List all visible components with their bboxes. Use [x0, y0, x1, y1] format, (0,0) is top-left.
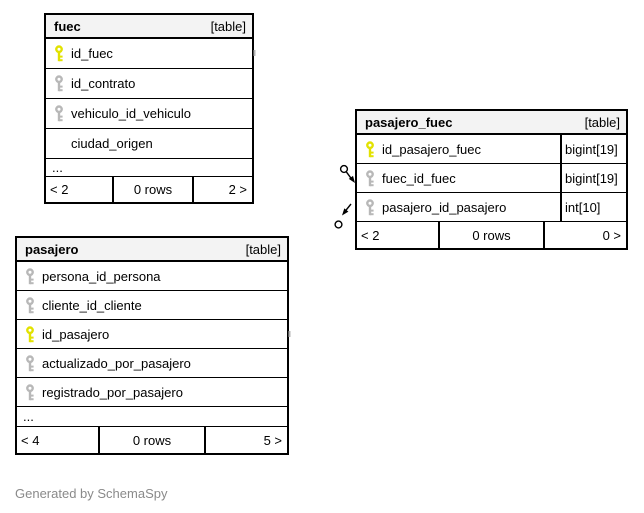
column-row[interactable]: vehiculo_id_vehiculo: [46, 99, 252, 129]
footer-parents-count: < 2: [361, 227, 380, 243]
column-name: pasajero_id_pasajero: [382, 199, 507, 215]
key-icon: [24, 383, 36, 401]
table-footer: < 4 0 rows 5 >: [17, 427, 287, 453]
footer-row-count: 0 rows: [112, 177, 192, 202]
table-name: pasajero_fuec: [365, 114, 453, 130]
footer-children-count: 5 >: [204, 427, 287, 453]
column-name: id_pasajero: [42, 326, 110, 342]
table-footer: < 2 0 rows 2 >: [46, 177, 252, 202]
column-row[interactable]: fuec_id_fuec bigint[19]: [357, 164, 626, 193]
table-node-fuec[interactable]: fuec [table] id_fuec id_contrato vehicul…: [44, 13, 254, 204]
table-name: fuec: [54, 18, 81, 34]
table-type-badge: [table]: [584, 114, 620, 130]
column-type: bigint[19]: [560, 135, 626, 163]
table-type-badge: [table]: [210, 18, 246, 34]
column-row[interactable]: id_pasajero_fuec bigint[19]: [357, 135, 626, 164]
column-row[interactable]: persona_id_persona: [17, 262, 287, 291]
ellipsis-row: ...: [17, 407, 287, 427]
column-row[interactable]: actualizado_por_pasajero: [17, 349, 287, 378]
column-row[interactable]: ciudad_origen: [46, 129, 252, 159]
column-name: id_fuec: [71, 46, 113, 61]
primary-key-icon: [53, 45, 65, 62]
column-row[interactable]: id_contrato: [46, 69, 252, 99]
table-header[interactable]: pasajero_fuec [table]: [357, 111, 626, 135]
column-name: persona_id_persona: [42, 268, 161, 284]
table-header[interactable]: fuec [table]: [46, 15, 252, 39]
footer-row-count: 0 rows: [98, 427, 204, 453]
column-row[interactable]: cliente_id_cliente: [17, 291, 287, 320]
footer-parents-count: < 2: [50, 182, 69, 197]
column-row[interactable]: id_fuec: [46, 39, 252, 69]
primary-key-icon: [364, 140, 376, 158]
key-icon: [24, 267, 36, 285]
edge-endpoint-fuec-id-fuec-icon: [339, 164, 355, 183]
column-name: fuec_id_fuec: [382, 170, 456, 186]
key-icon: [364, 198, 376, 216]
footer-parents-count: < 4: [21, 432, 40, 448]
column-name: registrado_por_pasajero: [42, 384, 183, 400]
key-icon: [53, 105, 65, 122]
column-row[interactable]: pasajero_id_pasajero int[10]: [357, 193, 626, 222]
table-node-pasajero[interactable]: pasajero [table] persona_id_persona clie…: [15, 236, 289, 455]
table-type-badge: [table]: [245, 241, 281, 257]
column-name: vehiculo_id_vehiculo: [71, 106, 191, 121]
key-icon: [53, 75, 65, 92]
key-icon: [24, 354, 36, 372]
footer-children-count: 2 >: [192, 177, 252, 202]
table-footer: < 2 0 rows 0 >: [357, 222, 626, 248]
column-type: int[10]: [560, 193, 626, 221]
column-name: cliente_id_cliente: [42, 297, 142, 313]
generated-by-note: Generated by SchemaSpy: [15, 486, 168, 501]
footer-row-count: 0 rows: [438, 222, 543, 248]
edge-endpoint-pasajero-id-pasajero-icon: [334, 203, 352, 229]
table-name: pasajero: [25, 241, 79, 257]
key-icon: [364, 169, 376, 187]
column-name: id_contrato: [71, 76, 136, 91]
primary-key-icon: [24, 325, 36, 343]
column-type: bigint[19]: [560, 164, 626, 192]
column-row[interactable]: registrado_por_pasajero: [17, 378, 287, 407]
table-node-pasajero-fuec[interactable]: pasajero_fuec [table] id_pasajero_fuec b…: [355, 109, 628, 250]
column-row[interactable]: id_pasajero: [17, 320, 287, 349]
column-name: id_pasajero_fuec: [382, 141, 482, 157]
footer-children-count: 0 >: [543, 222, 626, 248]
ellipsis-row: ...: [46, 159, 252, 177]
column-name: actualizado_por_pasajero: [42, 355, 191, 371]
column-name: ciudad_origen: [71, 136, 153, 151]
key-icon: [24, 296, 36, 314]
table-header[interactable]: pasajero [table]: [17, 238, 287, 262]
